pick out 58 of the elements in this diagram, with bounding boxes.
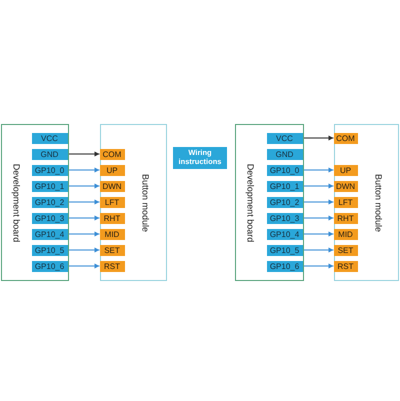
pin-label: GP10_2 bbox=[266, 196, 302, 208]
pin-label: COM bbox=[100, 148, 124, 160]
wire-arrow bbox=[302, 200, 334, 204]
wire-arrow bbox=[302, 136, 334, 140]
wire-arrow bbox=[67, 152, 100, 156]
pin-label: SET bbox=[100, 244, 124, 256]
wire-arrow bbox=[302, 168, 334, 172]
module-title: Button module bbox=[140, 173, 150, 232]
pin-label: MID bbox=[334, 228, 358, 240]
pin-label: GP10_4 bbox=[32, 228, 68, 240]
pin-label: GP10_3 bbox=[266, 212, 302, 224]
pin-label: UP bbox=[334, 164, 358, 176]
pin-label: GP10_0 bbox=[32, 164, 68, 176]
pin-label: GP10_6 bbox=[266, 260, 302, 272]
board-panel bbox=[235, 124, 304, 281]
pin-label: GND bbox=[266, 148, 302, 160]
pin-label: RST bbox=[100, 260, 124, 272]
wire-arrow bbox=[67, 184, 100, 188]
pin-label: LFT bbox=[334, 196, 358, 208]
pin-label: GP10_3 bbox=[32, 212, 68, 224]
pin-label: GP10_4 bbox=[266, 228, 302, 240]
pin-label: VCC bbox=[32, 132, 68, 144]
board-title: Development board bbox=[246, 163, 256, 242]
wire-arrow bbox=[302, 248, 334, 252]
pin-label: MID bbox=[100, 228, 124, 240]
pin-label: GP10_5 bbox=[32, 244, 68, 256]
wire-arrow bbox=[67, 232, 100, 236]
wire-arrow bbox=[302, 216, 334, 220]
pin-label: GP10_5 bbox=[266, 244, 302, 256]
pin-label: DWN bbox=[100, 180, 124, 192]
pin-label: RST bbox=[334, 260, 358, 272]
wire-arrow bbox=[302, 184, 334, 188]
pin-label: GND bbox=[32, 148, 68, 160]
pin-label: GP10_1 bbox=[266, 180, 302, 192]
wire-arrow bbox=[67, 248, 100, 252]
board-title: Development board bbox=[12, 163, 22, 242]
wire-arrow bbox=[67, 264, 100, 268]
pin-label: COM bbox=[334, 132, 358, 144]
pin-label: RHT bbox=[334, 212, 358, 224]
pin-label: UP bbox=[100, 164, 124, 176]
board-panel bbox=[1, 124, 69, 281]
pin-label: DWN bbox=[334, 180, 358, 192]
module-title: Button module bbox=[374, 173, 384, 232]
wire-arrow bbox=[302, 264, 334, 268]
pin-label: GP10_6 bbox=[32, 260, 68, 272]
wire-arrow bbox=[67, 200, 100, 204]
pin-label: GP10_0 bbox=[266, 164, 302, 176]
pin-label: RHT bbox=[100, 212, 124, 224]
pin-label: LFT bbox=[100, 196, 124, 208]
module-panel bbox=[334, 124, 399, 281]
pin-label: GP10_2 bbox=[32, 196, 68, 208]
pin-label: SET bbox=[334, 244, 358, 256]
pin-label: GP10_1 bbox=[32, 180, 68, 192]
wire-arrow bbox=[67, 168, 100, 172]
wire-arrow bbox=[67, 216, 100, 220]
pin-label: VCC bbox=[266, 132, 302, 144]
module-panel bbox=[100, 124, 167, 281]
wire-arrow bbox=[302, 232, 334, 236]
